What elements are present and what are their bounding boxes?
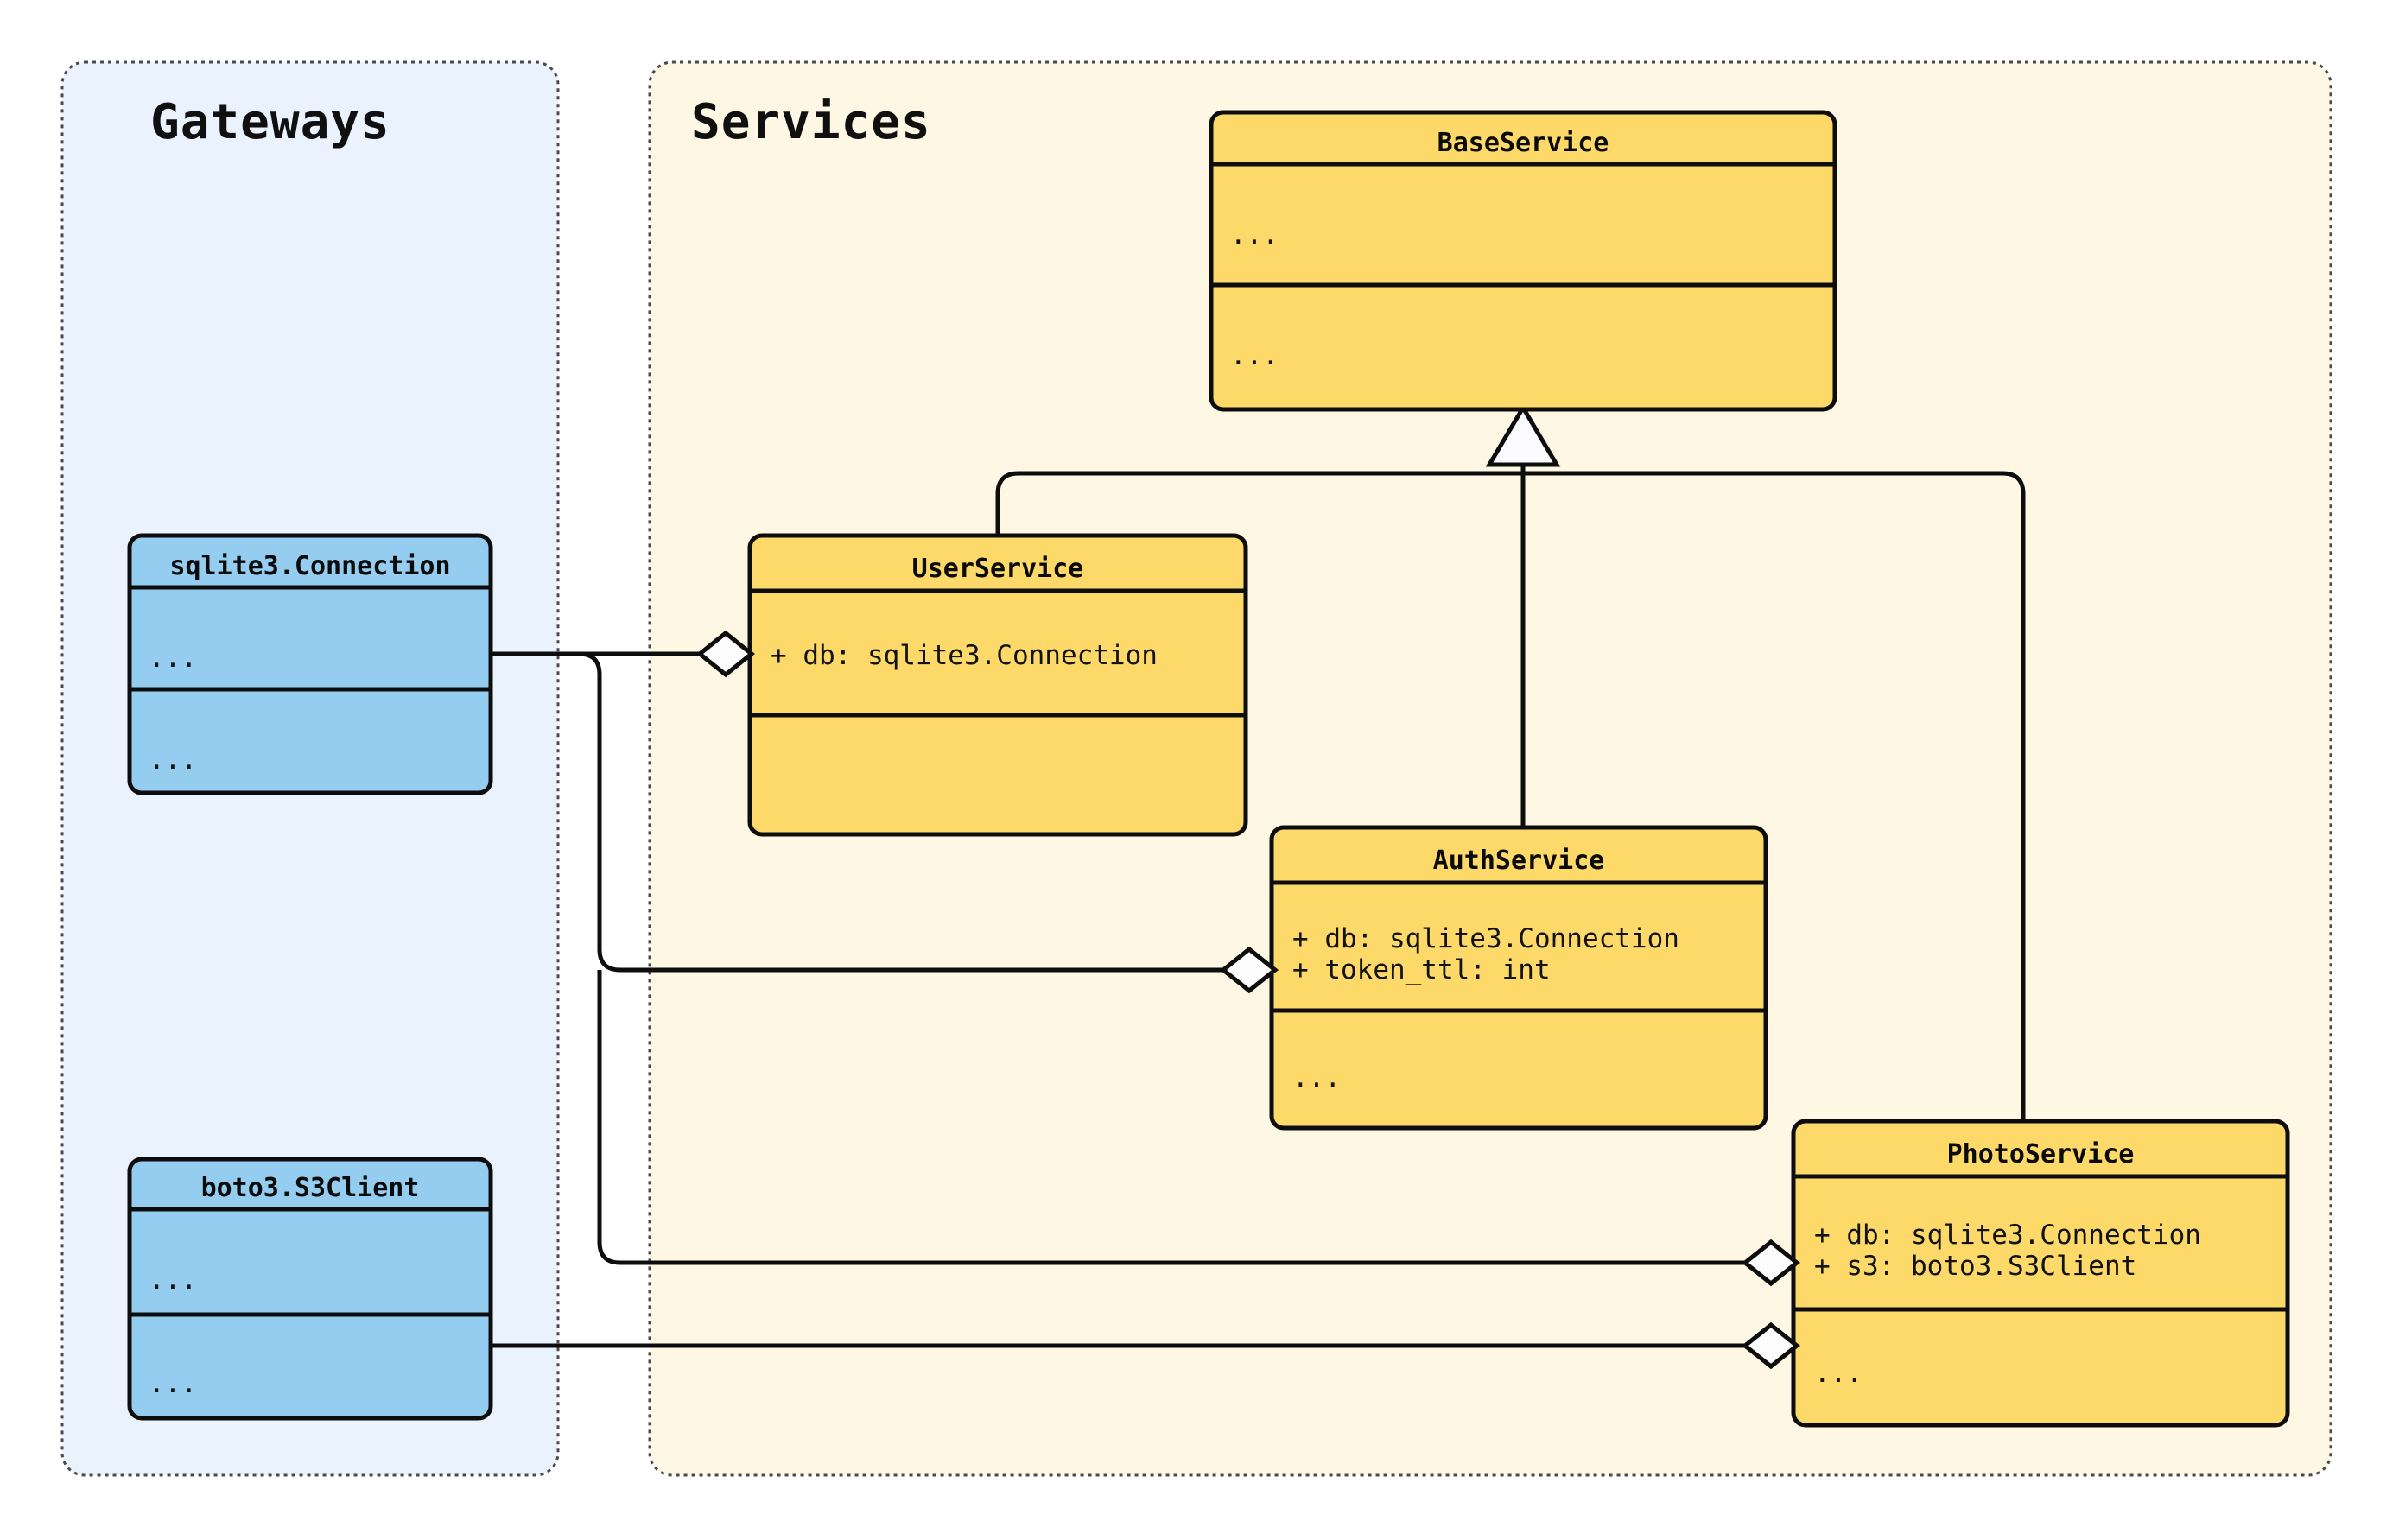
inheritance-triangle-icon	[1485, 403, 1561, 467]
class-baseservice-title: BaseService	[1437, 128, 1609, 158]
class-userservice-title: UserService	[912, 554, 1084, 584]
class-photoservice-attribute-s3: + s3: boto3.S3Client	[1814, 1251, 2136, 1282]
class-boto3-s3client-body	[127, 1157, 493, 1421]
package-gateways-title: Gateways	[150, 94, 390, 150]
edge-userservice-extends-baseservice	[995, 463, 1526, 536]
class-baseservice-body	[1209, 110, 1837, 412]
class-boto3-s3client-method: ...	[149, 1368, 197, 1399]
edge-sqlite3-aggregated-by-authservice	[491, 651, 1225, 973]
package-services-title: Services	[691, 94, 931, 150]
class-userservice[interactable]: UserService + db: sqlite3.Connection	[747, 533, 1248, 837]
aggregation-diamond-photoservice-db	[1741, 1239, 1801, 1287]
class-boto3-s3client[interactable]: boto3.S3Client ... ...	[127, 1157, 493, 1421]
edge-sqlite3-aggregated-by-photoservice	[597, 970, 1747, 1265]
class-photoservice[interactable]: PhotoService + db: sqlite3.Connection + …	[1791, 1119, 2290, 1428]
class-sqlite3-connection-body	[127, 533, 493, 795]
class-authservice-title: AuthService	[1433, 846, 1605, 876]
edge-photoservice-extends-baseservice	[1523, 471, 2026, 1121]
class-userservice-attribute-db: + db: sqlite3.Connection	[771, 640, 1158, 671]
class-userservice-body	[747, 533, 1248, 837]
class-boto3-s3client-title: boto3.S3Client	[201, 1173, 420, 1203]
class-sqlite3-connection-method: ...	[149, 745, 197, 776]
class-authservice[interactable]: AuthService + db: sqlite3.Connection + t…	[1269, 825, 1768, 1131]
aggregation-diamond-userservice-db	[695, 630, 756, 678]
aggregation-diamond-authservice-db	[1219, 946, 1279, 994]
aggregation-diamond-photoservice-s3	[1741, 1321, 1801, 1370]
class-photoservice-body	[1791, 1119, 2290, 1428]
class-authservice-attribute-db: + db: sqlite3.Connection	[1292, 923, 1679, 954]
class-baseservice-method: ...	[1230, 340, 1279, 371]
class-authservice-method: ...	[1292, 1062, 1341, 1093]
class-sqlite3-connection-attribute: ...	[149, 643, 197, 674]
class-boto3-s3client-attribute: ...	[149, 1264, 197, 1296]
class-authservice-body	[1269, 825, 1768, 1131]
class-photoservice-attribute-db: + db: sqlite3.Connection	[1814, 1220, 2201, 1251]
class-photoservice-title: PhotoService	[1947, 1139, 2135, 1169]
class-sqlite3-connection-title: sqlite3.Connection	[169, 551, 450, 581]
class-authservice-attribute-token-ttl: + token_ttl: int	[1292, 954, 1551, 985]
class-photoservice-method: ...	[1814, 1358, 1863, 1389]
class-baseservice-attribute: ...	[1230, 219, 1279, 250]
class-sqlite3-connection[interactable]: sqlite3.Connection ... ...	[127, 533, 493, 795]
class-baseservice[interactable]: BaseService ... ...	[1209, 110, 1837, 412]
